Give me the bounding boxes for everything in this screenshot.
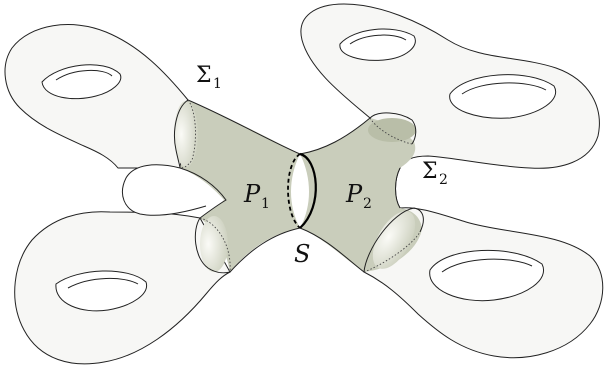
sigma1-hole-upper (41, 64, 122, 100)
pants-p2-lower-cuff (372, 211, 416, 269)
label-s: S (294, 240, 310, 268)
pants-p1-top-edge (187, 99, 301, 155)
label-sigma1-main: Σ (196, 63, 212, 88)
pants-p1-upper-cuff (174, 101, 198, 167)
pants-p2 (299, 112, 424, 273)
pants-p1-crotch-edge (179, 167, 227, 219)
label-sigma2: Σ 2 (422, 159, 448, 188)
pants-p1-bottom-edge (229, 227, 301, 273)
label-p1-sub: 1 (261, 196, 270, 212)
pants-p2-lower-cuff-back (363, 231, 421, 273)
label-p1-main: P (243, 180, 261, 208)
pants-p1-lower-cuff-back (199, 217, 231, 273)
label-sigma2-sub: 2 (439, 172, 448, 188)
pants-p1-fill (180, 100, 300, 272)
pants-p2-upper-cuff (368, 118, 416, 142)
pants-p2-crotch-edge (395, 167, 401, 209)
pants-p2-bottom-edge (299, 227, 365, 273)
pants-p1-lower-cuff (200, 216, 228, 272)
surface-sigma1 (4, 24, 231, 365)
label-p2: P 2 (345, 180, 372, 212)
sigma2-hole-lower-inner (441, 258, 533, 273)
pants-p2-top-edge (299, 117, 371, 155)
sigma1-hole-lower (55, 270, 147, 312)
sigma2-hole-upper-right (449, 74, 557, 119)
curve-s (287, 152, 317, 229)
surface-sigma2 (300, 3, 604, 359)
pants-p1-upper-cuff-outline (174, 99, 189, 169)
pants-p1-upper-cuff-back (179, 99, 196, 169)
sigma2-hole-upper-right-inner (461, 82, 547, 95)
pants-p2-upper-cuff-back (369, 117, 413, 145)
sigma1-hole-lower-inner (67, 277, 139, 289)
sigma2-hole-lower (429, 249, 545, 302)
label-p2-sub: 2 (363, 196, 372, 212)
sigma1-notch (122, 164, 207, 216)
pants-p1-lower-cuff-outline (194, 217, 231, 274)
label-p1: P 1 (243, 180, 270, 212)
pants-p2-upper-cuff-outline (369, 112, 417, 145)
curve-s-back (287, 153, 301, 229)
label-sigma2-main: Σ (422, 159, 438, 184)
label-sigma1: Σ 1 (196, 63, 222, 92)
sigma1-hole-upper-inner (55, 70, 113, 81)
sigma2-hole-upper-left (339, 28, 416, 61)
pants-p2-lower-cuff-outline (363, 207, 424, 273)
label-sigma1-sub: 1 (213, 76, 222, 92)
pants-p1 (174, 99, 301, 274)
label-p2-main: P (345, 180, 363, 208)
sigma2-hole-upper-left-inner (349, 34, 407, 45)
curve-s-front (299, 152, 317, 229)
